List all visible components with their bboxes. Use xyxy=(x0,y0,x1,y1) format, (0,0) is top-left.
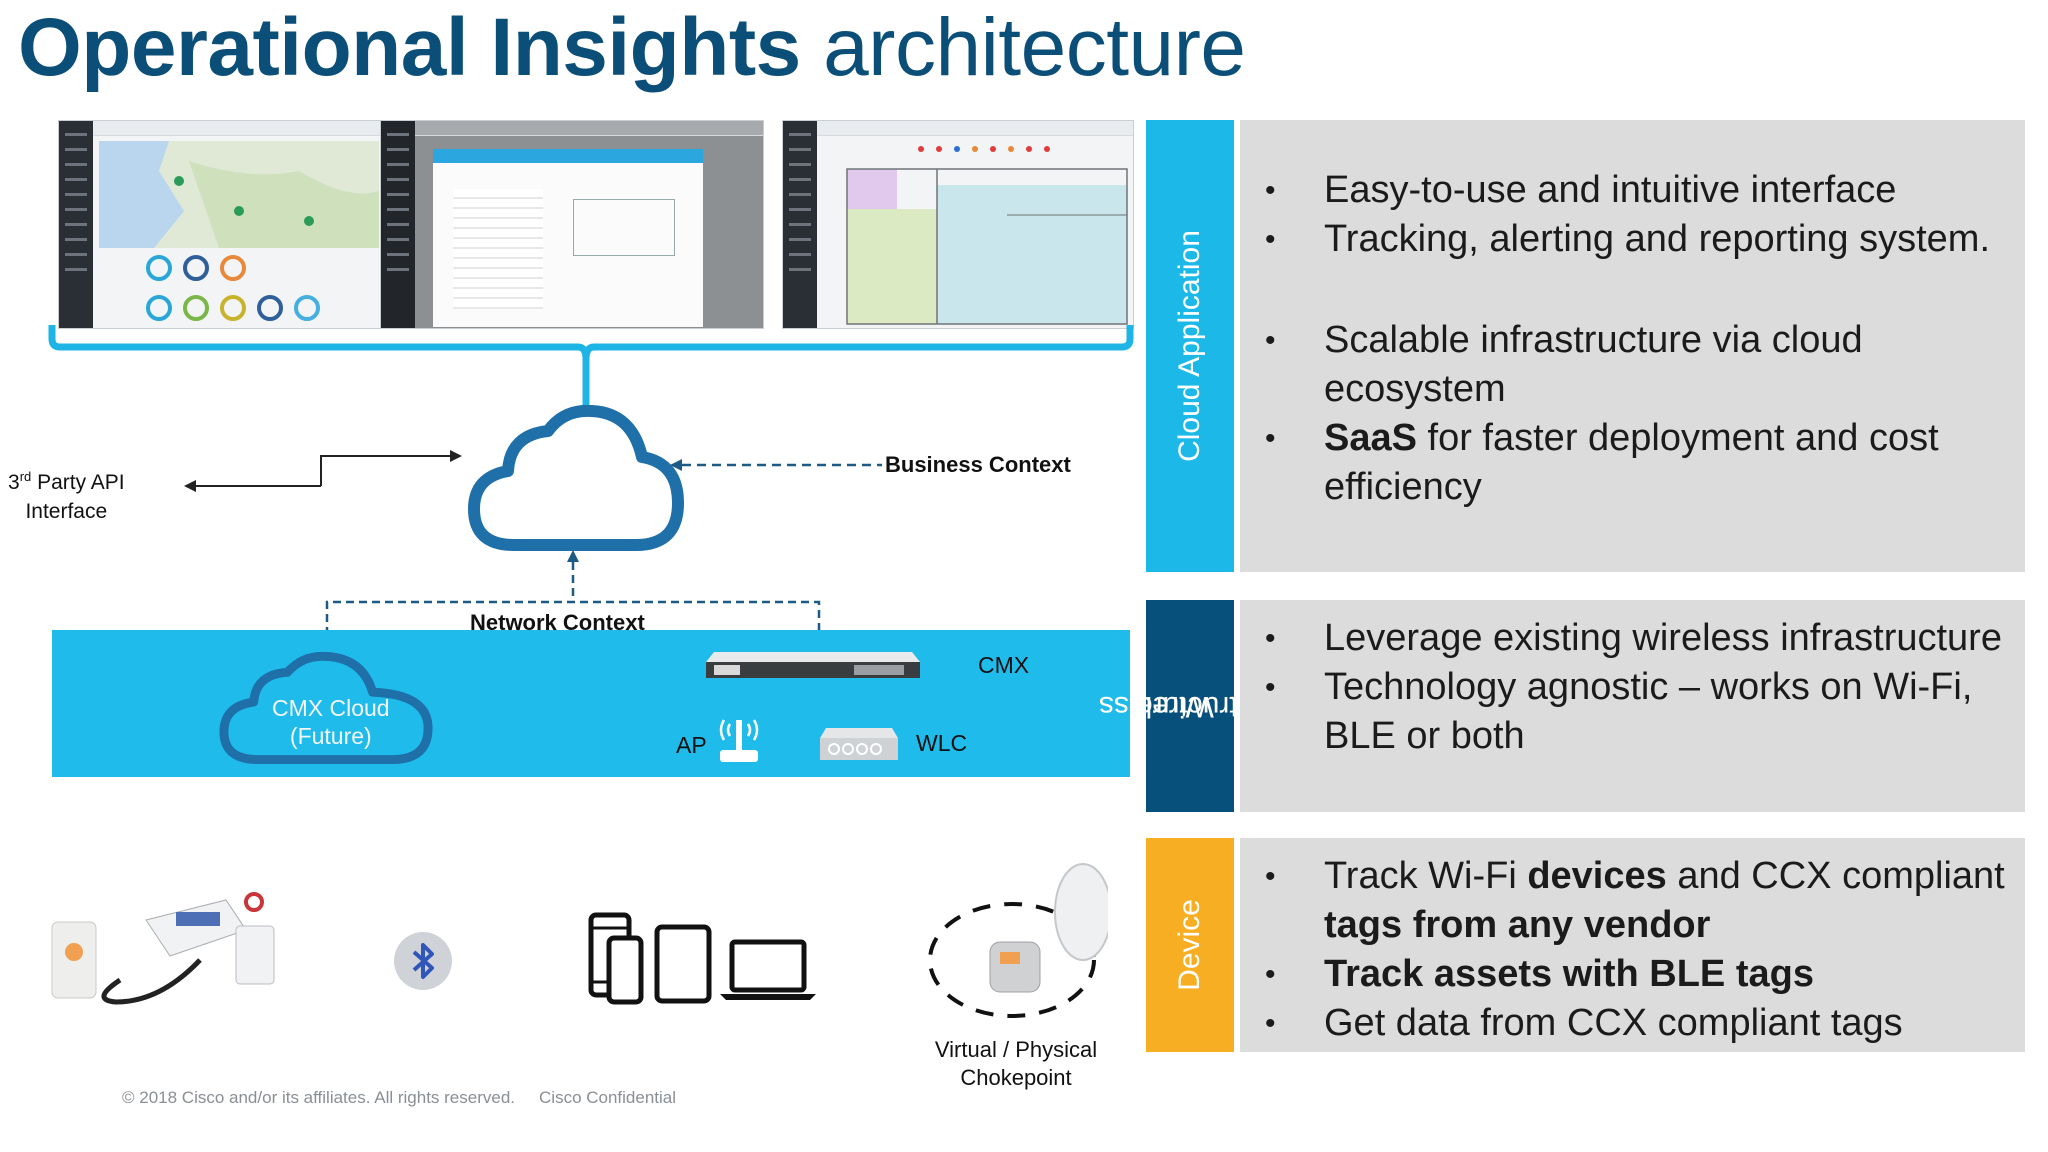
business-context-label: Business Context xyxy=(885,452,1071,477)
cloud-application-band: Cloud Application xyxy=(1146,120,1234,572)
floor-map-screenshot xyxy=(782,120,1134,329)
cmx-server-icon xyxy=(706,652,920,678)
device-band: Device xyxy=(1146,838,1234,1052)
copyright-text: © 2018 Cisco and/or its affiliates. All … xyxy=(122,1088,677,1107)
cmx-cloud-icon xyxy=(219,651,433,764)
wlc-appliance-icon xyxy=(820,728,898,760)
bluetooth-icon xyxy=(394,932,452,990)
cloud-icon xyxy=(468,405,684,551)
bullet: Track assets with BLE tags xyxy=(1240,950,2025,999)
bullet: Easy-to-use and intuitive interface xyxy=(1240,166,2025,215)
business-context-arrow xyxy=(670,459,882,471)
network-context-arrow xyxy=(325,550,821,648)
chokepoint-sensor-icon xyxy=(928,863,1108,1018)
bullet: Leverage existing wireless infrastructur… xyxy=(1240,614,2025,663)
bullet: Get data from CCX compliant tags xyxy=(1240,999,2025,1048)
device-panel: Track Wi-Fi devices and CCX compliant ta… xyxy=(1240,838,2025,1052)
access-point-icon xyxy=(719,719,759,762)
wlc-label: WLC xyxy=(916,730,968,756)
page-title: Operational Insights architecture xyxy=(18,2,1246,93)
bullet: Tracking, alerting and reporting system. xyxy=(1240,215,2025,264)
asset-details-screenshot xyxy=(380,120,764,329)
bullet: Scalable infrastructure via cloud ecosys… xyxy=(1240,316,2025,414)
phone-icon xyxy=(606,935,644,1005)
tablet-icon xyxy=(654,924,712,1004)
cloud-application-panel: Easy-to-use and intuitive interface Trac… xyxy=(1240,120,2025,572)
bullet: Track Wi-Fi devices and CCX compliant ta… xyxy=(1240,852,2025,950)
bullet: Technology agnostic – works on Wi-Fi, BL… xyxy=(1240,663,2025,761)
api-arrows xyxy=(184,450,462,492)
wireless-infrastructure-panel: Leverage existing wireless infrastructur… xyxy=(1240,600,2025,812)
dashboard-screenshot xyxy=(58,120,382,329)
cmx-label: CMX xyxy=(978,652,1030,678)
cmx-cloud-label: CMX Cloud(Future) xyxy=(272,695,390,749)
laptop-icon xyxy=(720,939,816,1000)
screenshots-bracket xyxy=(48,325,1134,405)
wireless-infrastructure-band xyxy=(52,630,1130,777)
ble-tag-icon xyxy=(51,892,275,1005)
third-party-api-label: 3rd Party API Interface xyxy=(8,469,125,523)
ap-label: AP xyxy=(676,732,707,758)
bullet: SaaS for faster deployment and cost effi… xyxy=(1240,414,2025,512)
